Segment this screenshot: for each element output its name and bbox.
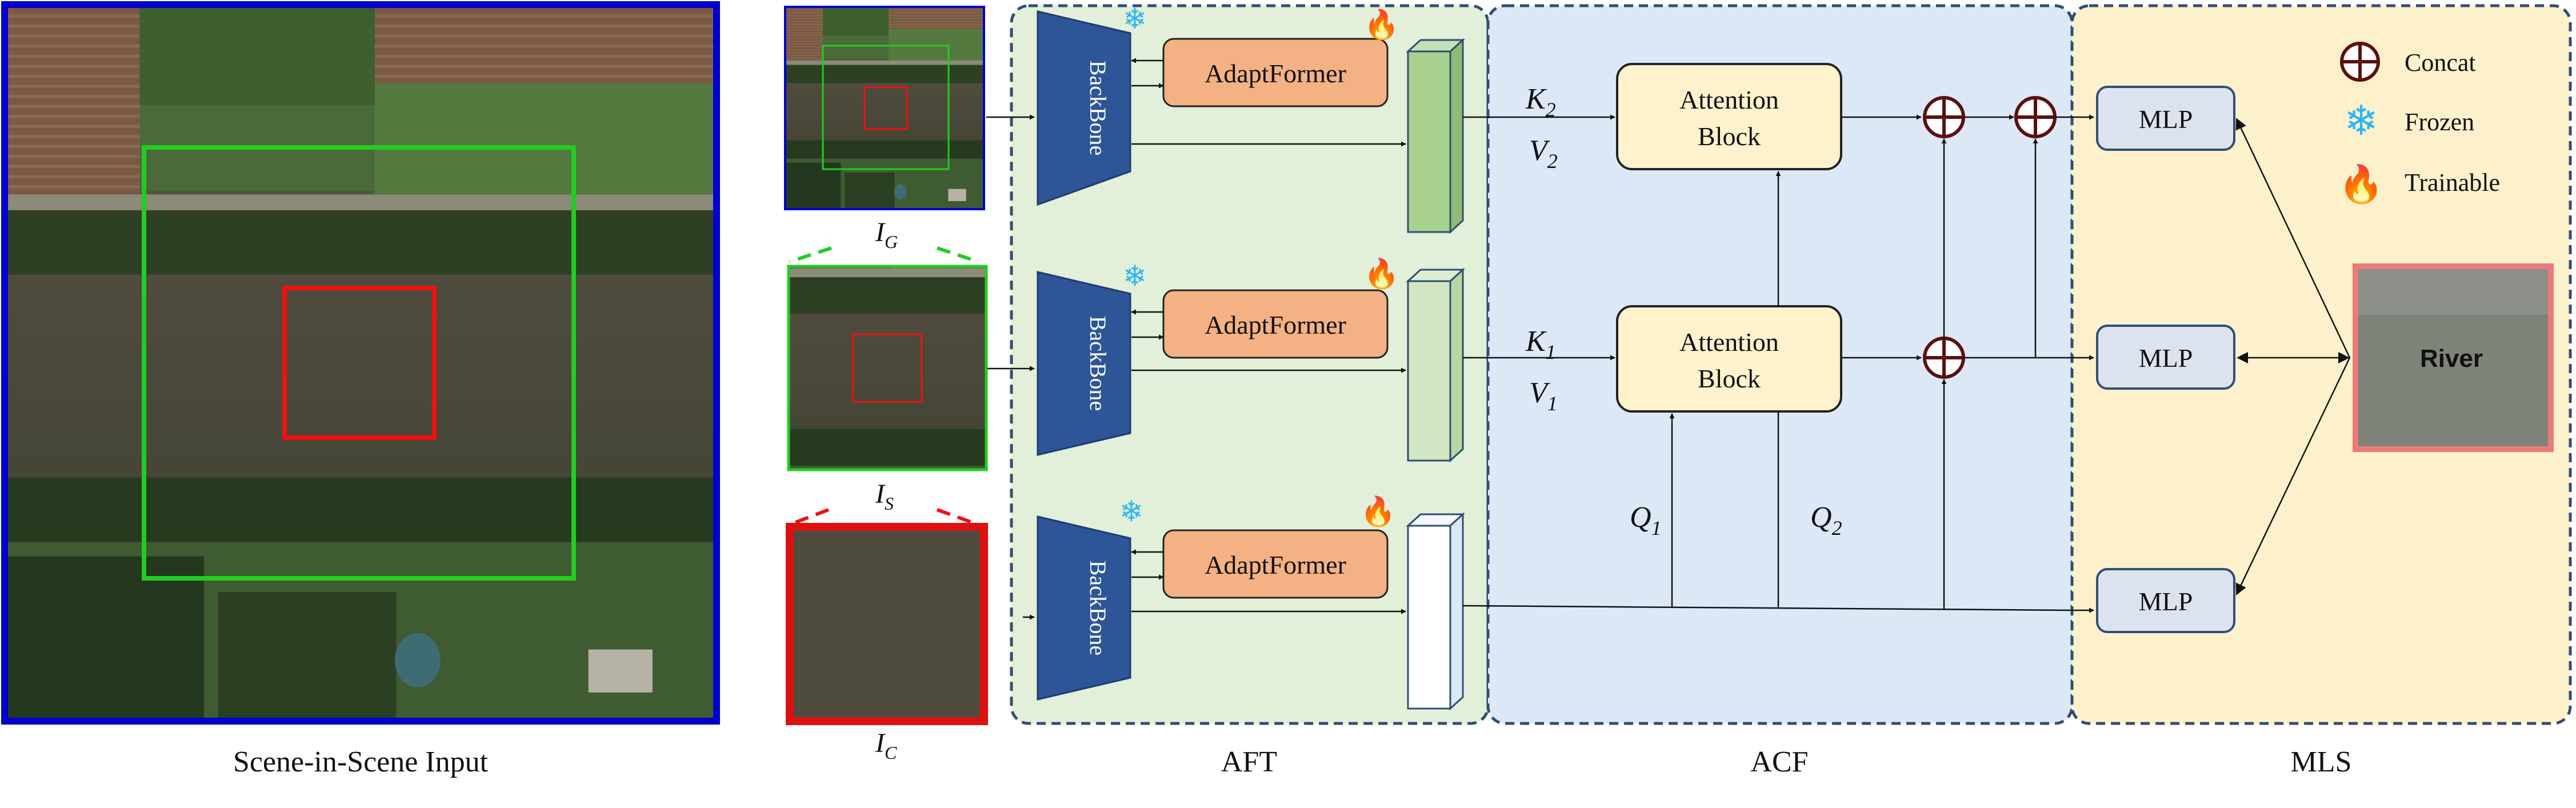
svg-text:Block: Block (1698, 122, 1761, 151)
svg-text:BackBone: BackBone (1085, 61, 1111, 156)
scene-thumbnail-label: IS (875, 479, 894, 514)
mlp-top: MLP (2096, 86, 2235, 151)
svg-text:River: River (2420, 345, 2483, 373)
q2-label: Q2 (1810, 501, 1842, 539)
frozen-icon-global: ❄ (1123, 3, 1147, 35)
v1-label: V1 (1529, 377, 1558, 415)
scene-box (142, 145, 576, 581)
svg-text:AdaptFormer: AdaptFormer (1205, 550, 1346, 579)
center-thumbnail-label: IC (875, 728, 897, 763)
svg-text:MLP: MLP (2139, 105, 2193, 134)
svg-text:BackBone: BackBone (1085, 561, 1111, 656)
legend-concat: Concat (2405, 49, 2476, 77)
trainable-icon-center: 🔥 (1361, 495, 1396, 527)
aft-caption: AFT (1221, 746, 1277, 778)
global-thumbnail (784, 6, 985, 210)
svg-text:Block: Block (1698, 364, 1761, 393)
trainable-icon: 🔥 (2338, 163, 2384, 205)
output-prediction: River (2353, 263, 2554, 452)
scene-thumbnail (787, 265, 988, 471)
svg-text:AdaptFormer: AdaptFormer (1205, 59, 1346, 88)
svg-text:BackBone: BackBone (1085, 316, 1111, 411)
trainable-icon-scene: 🔥 (1364, 257, 1399, 290)
feature-center (1406, 512, 1465, 711)
mlp-bottom: MLP (2096, 568, 2235, 633)
attention-block-bottom: Attention Block (1616, 305, 1842, 413)
scene-input-caption: Scene-in-Scene Input (233, 746, 489, 778)
attention-block-top: Attention Block (1616, 63, 1842, 170)
adaptformer-scene: AdaptFormer (1162, 289, 1389, 359)
svg-text:AdaptFormer: AdaptFormer (1205, 310, 1346, 339)
scene-input-border (1, 1, 720, 725)
feature-scene (1406, 267, 1465, 463)
svg-text:MLP: MLP (2139, 587, 2193, 616)
global-thumbnail-label: IG (875, 217, 898, 252)
scene-input-panel (1, 1, 720, 725)
center-box (282, 286, 437, 440)
mls-panel (2070, 4, 2572, 725)
center-thumbnail (786, 523, 988, 725)
v2-label: V2 (1529, 134, 1558, 173)
legend-frozen: Frozen (2405, 108, 2474, 136)
concat-icon (2340, 42, 2380, 82)
acf-caption: ACF (1750, 746, 1808, 778)
adaptformer-global: AdaptFormer (1162, 38, 1389, 107)
trainable-icon-global: 🔥 (1364, 8, 1399, 41)
concat-middle (1923, 337, 1965, 379)
svg-text:Attention: Attention (1679, 85, 1779, 114)
backbone-scene: BackBone (1037, 271, 1131, 456)
adaptformer-center: AdaptFormer (1162, 529, 1389, 599)
backbone-center: BackBone (1037, 515, 1131, 701)
backbone-global: BackBone (1037, 10, 1131, 206)
frozen-icon-scene: ❄ (1123, 260, 1147, 292)
frozen-icon: ❄ (2344, 98, 2378, 144)
svg-text:Attention: Attention (1679, 327, 1779, 357)
mls-caption: MLS (2291, 746, 2352, 778)
k2-label: K2 (1525, 83, 1556, 121)
k1-label: K1 (1525, 325, 1556, 363)
mlp-middle: MLP (2096, 325, 2235, 390)
frozen-icon-center: ❄ (1119, 495, 1143, 527)
concat-top-1 (1923, 96, 1965, 138)
concat-top-2 (2014, 96, 2057, 138)
q1-label: Q1 (1630, 501, 1662, 539)
legend-trainable: Trainable (2405, 169, 2500, 197)
svg-text:MLP: MLP (2139, 343, 2193, 373)
feature-global (1406, 38, 1465, 234)
legend: Concat ❄ Frozen 🔥 Trainable (2338, 42, 2500, 205)
